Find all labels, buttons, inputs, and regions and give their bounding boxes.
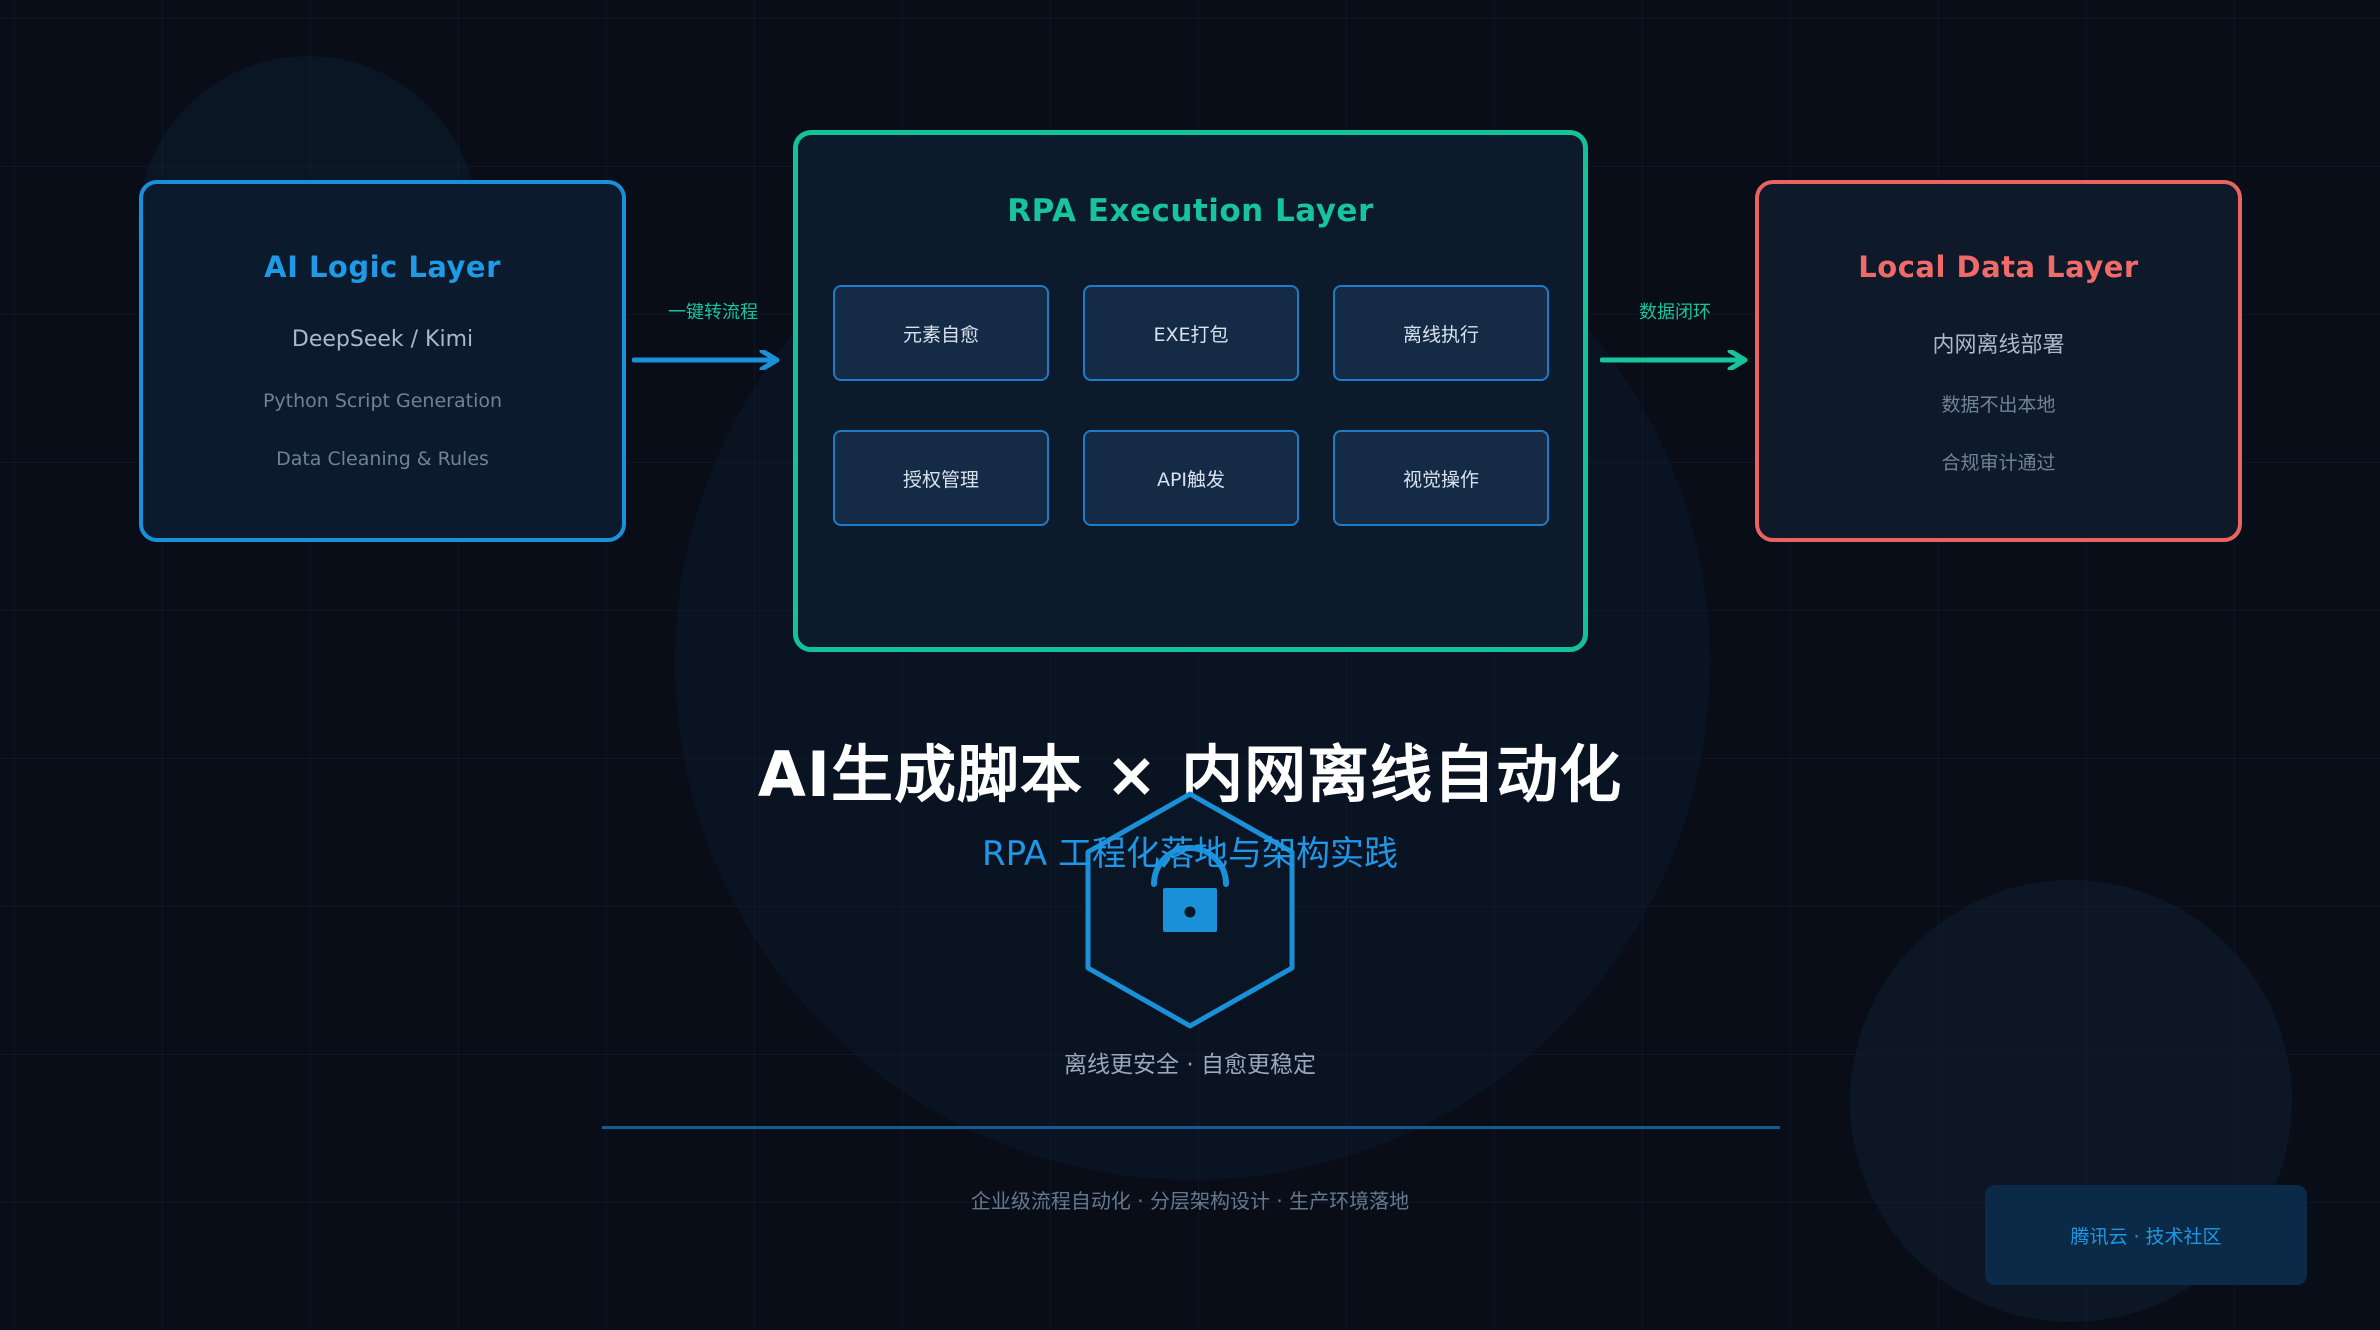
- local-data-layer-box: Local Data Layer 内网离线部署 数据不出本地 合规审计通过: [1755, 180, 2242, 542]
- chip-visual-operation: 视觉操作: [1333, 430, 1549, 526]
- ai-layer-data-cleaning: Data Cleaning & Rules: [276, 448, 489, 470]
- rpa-execution-layer-box: RPA Execution Layer 元素自愈 EXE打包 离线执行 授权管理…: [793, 130, 1588, 652]
- local-layer-compliance-audit: 合规审计通过: [1941, 452, 2056, 474]
- ai-layer-script-generation: Python Script Generation: [262, 390, 503, 412]
- lock-caption: 离线更安全 · 自愈更稳定: [1064, 1052, 1316, 1078]
- lock-icon: [1085, 791, 1295, 1029]
- arrow-ai-to-rpa: [632, 350, 780, 370]
- chip-element-self-healing: 元素自愈: [833, 285, 1049, 381]
- chip-offline-execution: 离线执行: [1333, 285, 1549, 381]
- footer-text: 企业级流程自动化 · 分层架构设计 · 生产环境落地: [970, 1189, 1410, 1213]
- local-layer-data-local: 数据不出本地: [1941, 394, 2056, 416]
- ai-layer-title: AI Logic Layer: [264, 250, 501, 284]
- local-layer-title: Local Data Layer: [1858, 250, 2139, 284]
- ai-layer-models: DeepSeek / Kimi: [291, 327, 474, 352]
- ai-logic-layer-box: AI Logic Layer DeepSeek / Kimi Python Sc…: [139, 180, 626, 542]
- chip-api-trigger: API触发: [1083, 430, 1299, 526]
- chip-exe-packaging: EXE打包: [1083, 285, 1299, 381]
- left-arrow-label: 一键转流程: [668, 302, 758, 323]
- rpa-layer-title: RPA Execution Layer: [1007, 193, 1374, 229]
- footer-divider: [602, 1126, 1780, 1129]
- arrow-rpa-to-local: [1600, 350, 1748, 370]
- sub-headline: RPA 工程化落地与架构实践: [981, 834, 1399, 874]
- source-badge: 腾讯云 · 技术社区: [1985, 1185, 2307, 1285]
- local-layer-intranet-deployment: 内网离线部署: [1932, 333, 2065, 358]
- right-arrow-label: 数据闭环: [1639, 302, 1711, 323]
- chip-license-management: 授权管理: [833, 430, 1049, 526]
